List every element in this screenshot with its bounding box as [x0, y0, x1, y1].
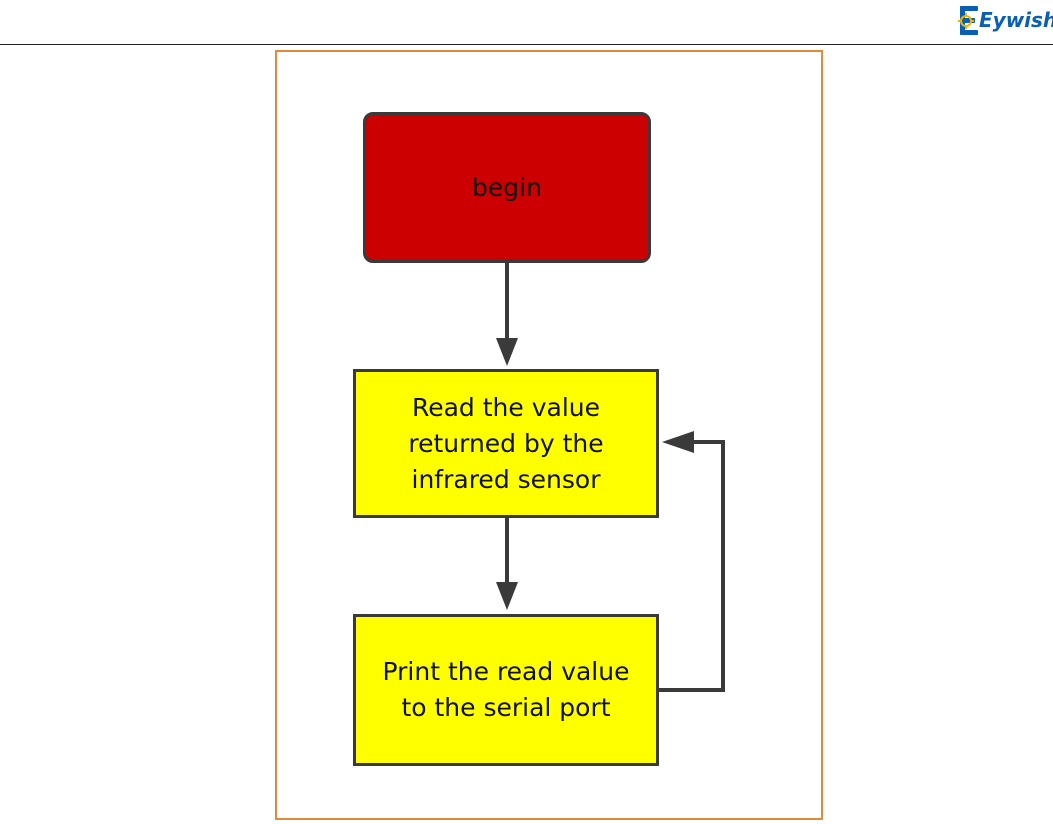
node-read-sensor-label: Read the value returned by the infrared …	[408, 392, 604, 494]
logo-text: Eywish	[979, 8, 1053, 32]
logo: Eywish	[958, 2, 1053, 40]
diagram-frame	[275, 50, 823, 820]
node-begin-label: begin	[472, 172, 542, 202]
arrowhead-down-icon	[496, 582, 518, 610]
edge-print-to-read-loop	[659, 440, 725, 692]
arrowhead-down-icon	[496, 338, 518, 366]
gear-logo-icon	[958, 6, 978, 35]
node-print-serial-label: Print the read value to the serial port	[382, 657, 630, 722]
arrowhead-left-icon	[662, 431, 694, 453]
node-begin: begin	[363, 112, 651, 263]
header-divider	[0, 44, 1053, 45]
node-read-sensor: Read the value returned by the infrared …	[353, 369, 659, 518]
node-print-serial: Print the read value to the serial port	[353, 614, 659, 766]
